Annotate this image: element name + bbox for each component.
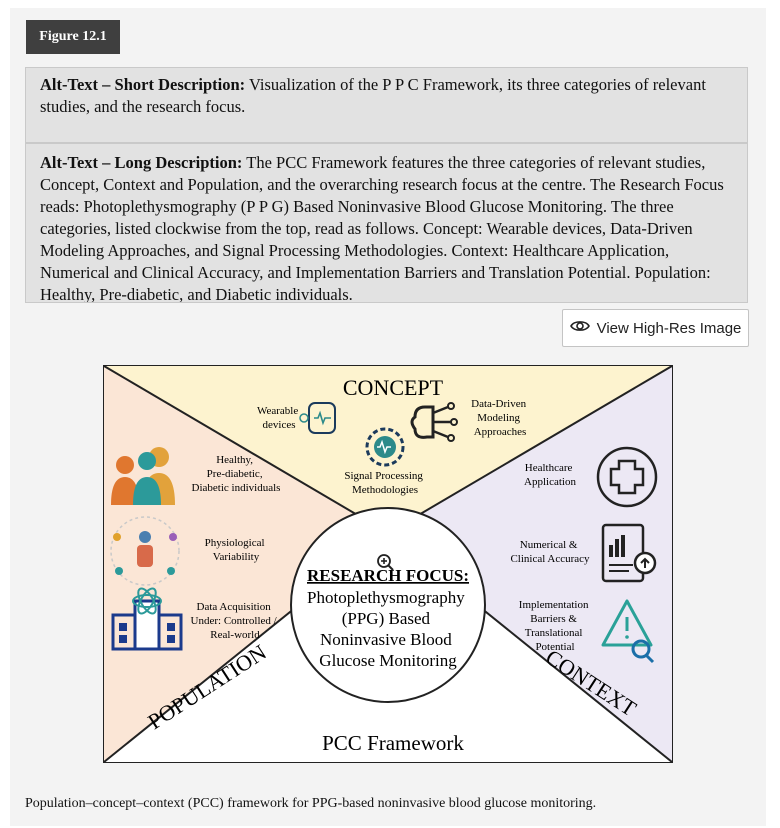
figure-caption: Population–concept–context (PCC) framewo… xyxy=(25,796,597,811)
people-group-icon xyxy=(111,447,175,505)
wearable-devices-label: Wearable devices xyxy=(257,405,301,431)
research-focus-text: Photoplethysmography (PPG) Based Noninva… xyxy=(307,588,469,670)
research-focus-heading: RESEARCH FOCUS: xyxy=(307,566,469,585)
numerical-clinical-accuracy-label: Numerical & Clinical Accuracy xyxy=(510,539,590,565)
view-high-res-button[interactable]: View High-Res Image xyxy=(562,309,749,347)
alt-text-short: Alt-Text – Short Description: Visualizat… xyxy=(25,67,748,143)
research-focus-circle xyxy=(290,507,486,703)
data-acquisition-label: Data Acquisition Under: Controlled / Rea… xyxy=(191,601,280,641)
eye-icon xyxy=(569,319,590,337)
report-chart-icon xyxy=(601,523,657,583)
healthcare-application-label: Healthcare Application xyxy=(524,462,576,488)
pcc-framework-diagram[interactable]: CONCEPT Wearable devices Data-Driven Mod… xyxy=(102,364,674,764)
alt-long-text: The PCC Framework features the three cat… xyxy=(40,153,724,303)
framework-title: PCC Framework xyxy=(322,731,464,755)
alt-long-heading: Alt-Text – Long Description: xyxy=(40,153,243,172)
alt-short-text: Visualization of the P P C Framework, it… xyxy=(40,75,706,116)
figure-label: Figure 12.1 xyxy=(26,20,120,54)
population-groups-label: Healthy, Pre-diabetic, Diabetic individu… xyxy=(192,454,281,494)
concept-title: CONCEPT xyxy=(343,375,444,400)
hospital-atom-icon xyxy=(111,587,183,651)
physiological-variability-label: Physiological Variability xyxy=(205,537,268,563)
medical-cross-icon xyxy=(596,446,658,508)
implementation-barriers-label: Implementation Barriers & Translational … xyxy=(519,599,591,653)
alt-short-heading: Alt-Text – Short Description: xyxy=(40,75,246,94)
body-variability-icon xyxy=(110,516,180,586)
brain-circuit-icon xyxy=(410,402,458,442)
view-high-res-label: View High-Res Image xyxy=(596,319,742,337)
signal-processing-label: Signal Processing Methodologies xyxy=(344,470,425,496)
data-driven-modeling-label: Data-Driven Modeling Approaches xyxy=(471,398,529,438)
warning-search-icon xyxy=(601,599,655,664)
smartwatch-icon xyxy=(299,402,336,434)
signal-processing-icon xyxy=(365,427,405,467)
zoom-in-icon[interactable] xyxy=(377,554,394,571)
population-region xyxy=(104,366,388,762)
alt-text-long[interactable]: Alt-Text – Long Description: The PCC Fra… xyxy=(25,143,748,303)
